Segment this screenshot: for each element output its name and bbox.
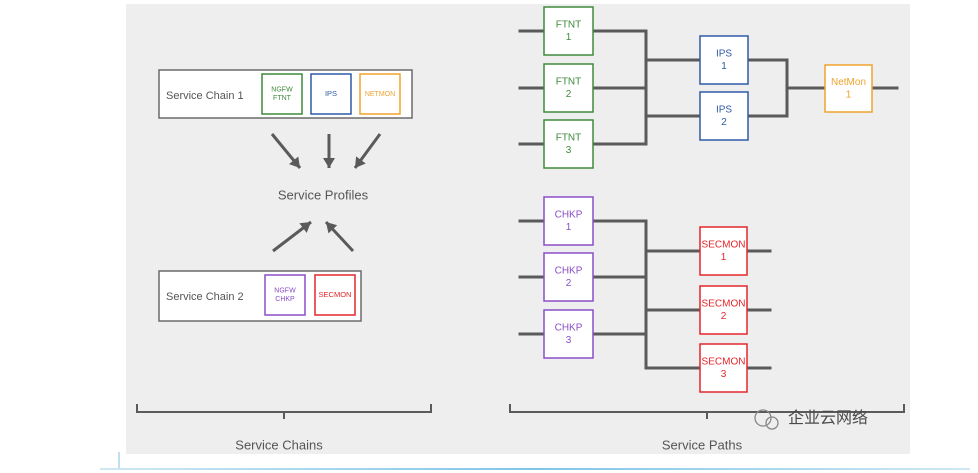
watermark-text: 企业云网络 [788,408,868,427]
bottom-tick [118,452,120,469]
service-paths-label: Service Paths [662,437,743,452]
service-chain-1-label: Service Chain 1 [166,90,244,102]
secmon-1-box [699,226,748,276]
secmon-3-box [699,343,748,393]
chkp-1-box [543,196,594,246]
ftnt-1-box [543,6,594,56]
wechat-icon-small [765,416,779,430]
arrow-chain2-right-head [326,222,338,234]
chain2-secmon-box [314,274,356,316]
arrow-chain1-left-head [289,156,300,168]
chkp-3-box [543,309,594,359]
arrow-chain1-right-head [355,156,366,168]
wechat-icon [754,409,772,427]
secmon-2-box [699,285,748,335]
chain1-ips-box-label: IPS [325,89,337,98]
service-paths-bracket [509,404,905,419]
ftnt-3-box [543,119,594,169]
chain2-secmon-box-label: SECMON [319,290,352,299]
netmon-1-box [824,64,873,113]
chkp-2-box [543,252,594,302]
chain1-netmon-box [359,73,401,115]
ips-2-box [699,91,749,141]
chain1-netmon-box-label: NETMON [365,91,395,98]
service-chain-2-label: Service Chain 2 [166,291,244,303]
service-chains-bracket [136,404,432,419]
chain2-ngfw-chkp-box [264,274,306,316]
bottom-divider [100,468,970,470]
ips-1-box [699,35,749,85]
arrow-chain2-left-head [299,222,311,233]
arrow-chain1-center-head [323,158,335,168]
ftnt-2-box [543,63,594,113]
chain1-ips-box [310,73,352,115]
service-profiles-label: Service Profiles [278,187,369,202]
chain1-ngfw-ftnt-box [261,73,303,115]
service-chains-label: Service Chains [235,437,323,452]
